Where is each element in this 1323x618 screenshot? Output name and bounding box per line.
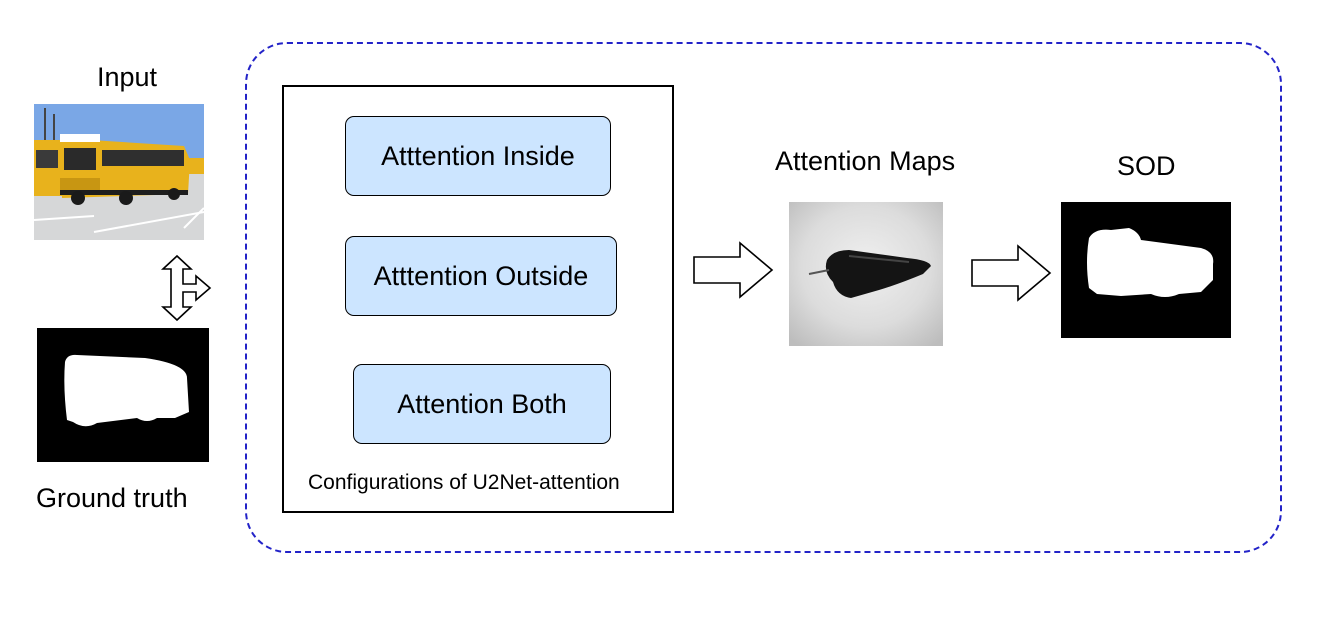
attention-map-graphic xyxy=(789,202,943,346)
sod-label: SOD xyxy=(1117,151,1176,181)
configurations-caption: Configurations of U2Net-attention xyxy=(308,471,620,494)
arrow-to-sod xyxy=(970,244,1052,302)
input-bus-photo xyxy=(34,104,204,240)
pipeline-frame xyxy=(245,42,1282,553)
triple-arrow-icon xyxy=(160,254,212,322)
right-arrow-icon xyxy=(693,241,774,299)
input-gt-arrow xyxy=(158,254,214,322)
sod-mask-graphic xyxy=(1087,228,1214,297)
config-attention-inside: Atttention Inside xyxy=(345,116,611,196)
gt-mask-graphic xyxy=(64,354,189,427)
bus-photo-graphic xyxy=(34,104,204,240)
attention-map-image xyxy=(789,202,943,346)
ground-truth-mask xyxy=(37,328,209,462)
sod-output-mask xyxy=(1061,202,1231,338)
right-arrow-icon xyxy=(971,244,1052,302)
input-label: Input xyxy=(97,62,158,92)
ground-truth-label: Ground truth xyxy=(36,483,188,513)
config-attention-outside: Atttention Outside xyxy=(345,236,617,316)
arrow-to-attention-maps xyxy=(692,241,774,299)
config-attention-both: Attention Both xyxy=(353,364,611,444)
attention-maps-label: Attention Maps xyxy=(775,146,956,176)
